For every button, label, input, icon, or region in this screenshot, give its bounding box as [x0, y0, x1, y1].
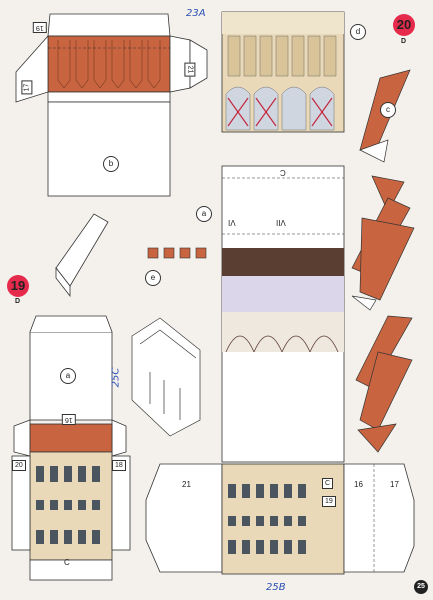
strip-vi: VI — [228, 218, 236, 227]
base-net-bottom — [145, 463, 415, 575]
circle-e: e — [145, 270, 161, 286]
facade-panel-top — [221, 11, 345, 133]
circle-c: c — [380, 102, 396, 118]
part-17-wide: 17 — [390, 480, 399, 489]
part-c-box: C — [64, 558, 70, 567]
part-18-box: 18 — [112, 460, 126, 471]
handwritten-bottom: 25B — [266, 582, 286, 593]
handwritten-middle: 25C — [110, 367, 122, 388]
roof-piece-top — [15, 13, 208, 197]
strip-c: C — [280, 168, 286, 177]
badge-right-sub: D — [401, 38, 407, 45]
part-17-side: 17 — [21, 80, 33, 95]
part-21-wide: 21 — [182, 480, 191, 489]
part-c-wide: C — [322, 478, 334, 489]
circle-d: d — [350, 24, 366, 40]
part-16-wide: 16 — [354, 480, 363, 489]
small-blocks-e — [147, 247, 207, 259]
part-19-wide: 19 — [322, 496, 336, 507]
box-net-left — [11, 315, 131, 581]
flag-pieces-right — [351, 69, 415, 453]
circle-a-strip: a — [196, 206, 212, 222]
badge-left-sub: D — [15, 298, 21, 305]
circle-a-box: a — [60, 368, 76, 384]
strip-vii: VII — [276, 218, 286, 227]
part-19-top: 19 — [33, 22, 47, 33]
part-16-box: 16 — [62, 414, 76, 425]
sheet-badge-right: 20 — [393, 14, 415, 36]
handwritten-top: 23A — [186, 8, 206, 19]
central-strip — [221, 165, 345, 463]
chimney-piece — [55, 213, 109, 298]
part-21-top: 21 — [184, 62, 196, 77]
part-20-box: 20 — [12, 460, 26, 471]
page-number: 25 — [414, 580, 428, 594]
circle-b: b — [103, 156, 119, 172]
assembly-sketch — [131, 317, 201, 437]
sheet-badge-left: 19 — [7, 275, 29, 297]
